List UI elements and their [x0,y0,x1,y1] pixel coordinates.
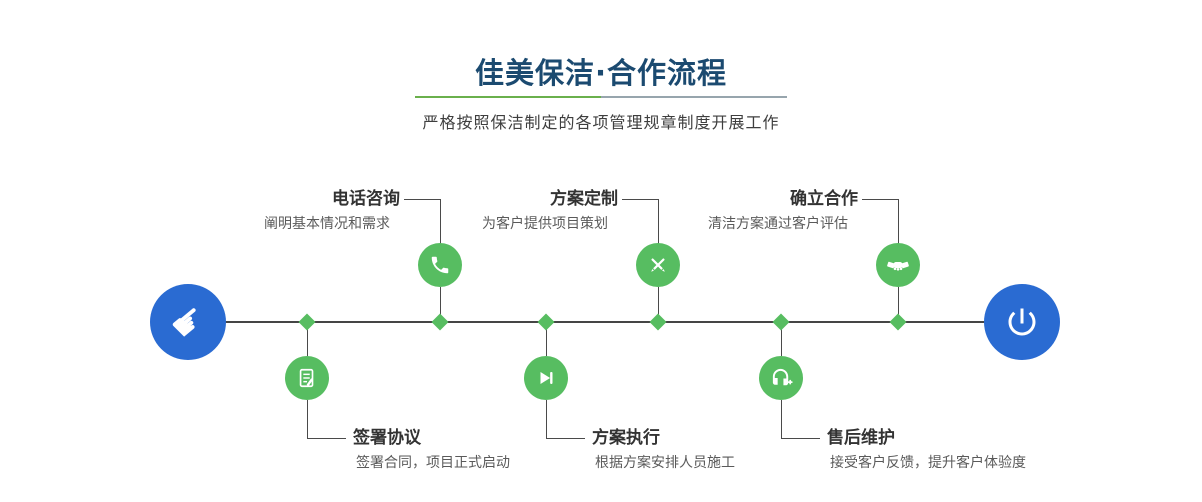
power-icon [1004,304,1040,340]
play-icon [535,367,557,389]
connector-elbow [781,400,820,439]
phone-icon [429,254,451,276]
page-subtitle: 严格按照保洁制定的各项管理规章制度开展工作 [422,113,780,132]
step-title: 确立合作 [790,189,858,209]
customer-service-icon [770,367,793,390]
connector-line [658,287,659,322]
design-pen-icon [647,254,669,276]
step-node-support [759,356,803,400]
connector-elbow [404,199,441,244]
page-title: 佳美保洁·合作流程 [474,56,728,90]
junction-diamond [649,313,667,331]
connector-line [307,322,308,356]
connector-elbow [622,199,659,244]
start-node: ☛ [150,284,226,360]
step-desc: 签署合同，项目正式启动 [356,455,510,471]
end-node [984,284,1060,360]
step-node-phone [418,243,462,287]
junction-diamond [772,313,790,331]
title-divider [415,96,787,98]
step-node-design [636,243,680,287]
step-desc: 接受客户反馈，提升客户体验度 [830,455,1026,471]
step-desc: 根据方案安排人员施工 [595,455,735,471]
step-desc: 阐明基本情况和需求 [264,216,390,232]
timeline-line [188,321,1022,323]
junction-diamond [537,313,555,331]
junction-diamond [298,313,316,331]
step-title: 方案定制 [550,189,618,209]
junction-diamond [431,313,449,331]
step-title: 方案执行 [592,428,660,448]
junction-diamond [889,313,907,331]
step-title: 电话咨询 [332,189,400,209]
step-node-handshake [876,243,920,287]
step-node-execute [524,356,568,400]
contract-icon [296,367,318,389]
step-desc: 清洁方案通过客户评估 [708,216,848,232]
pointing-hand-icon: ☛ [160,294,216,350]
connector-line [781,322,782,356]
step-title: 售后维护 [827,428,895,448]
step-node-contract [285,356,329,400]
step-desc: 为客户提供项目策划 [482,216,608,232]
handshake-icon [886,253,910,277]
connector-elbow [862,199,899,244]
connector-elbow [307,400,346,439]
connector-line [546,322,547,356]
connector-line [440,287,441,322]
connector-elbow [546,400,585,439]
connector-line [898,287,899,322]
step-title: 签署协议 [353,428,421,448]
